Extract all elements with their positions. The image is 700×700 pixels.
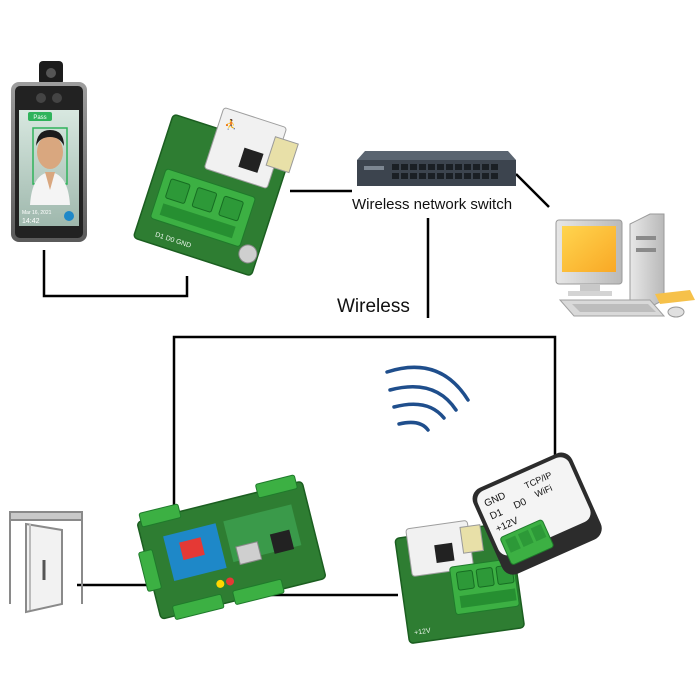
desktop-computer xyxy=(555,213,695,318)
wave-2 xyxy=(388,385,458,412)
door-icon xyxy=(9,511,83,614)
wireless-signal-icon xyxy=(385,365,470,432)
face-recognition-terminal: Pass Mar 16, 2021 14:42 xyxy=(11,61,87,242)
network-switch xyxy=(357,151,516,186)
svg-text:⛹: ⛹ xyxy=(223,117,239,133)
line-switch-to-pc xyxy=(515,173,550,208)
access-controller-board xyxy=(137,474,326,620)
converter-label-d0: D0 xyxy=(512,496,529,511)
terminal-date: Mar 16, 2021 xyxy=(22,210,52,216)
module-bottom-pin-label: +12V xyxy=(414,628,432,637)
connection-lines xyxy=(42,173,557,597)
terminal-time: 14:42 xyxy=(22,218,40,225)
wireless-module-bottom: +12V xyxy=(394,520,525,644)
wave-1 xyxy=(385,365,470,402)
pass-badge-text: Pass xyxy=(33,115,46,121)
wireless-module-top: ⛹ D1 D0 GND xyxy=(133,107,299,276)
protocol-converter: GND D1 D0 +12V TCP/IP WiFi xyxy=(472,452,602,575)
pass-badge xyxy=(28,112,52,121)
wireless-label: Wireless xyxy=(337,296,410,317)
line-terminal-to-module xyxy=(42,250,189,298)
face-head xyxy=(37,135,63,169)
switch-label: Wireless network switch xyxy=(352,196,513,213)
wave-4 xyxy=(397,420,430,432)
converter-label-d1: D1 xyxy=(488,507,505,522)
wave-3 xyxy=(392,402,446,420)
line-controller-to-converter xyxy=(172,335,557,510)
